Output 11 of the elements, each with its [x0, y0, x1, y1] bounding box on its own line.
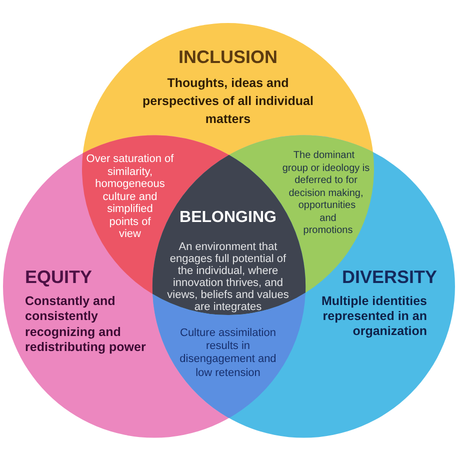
circle-title: EQUITY — [25, 267, 92, 289]
circle-title: DIVERSITY — [342, 267, 437, 289]
overlap-description: The dominant group or ideology is deferred to for decision making, opportunities and promotions — [281, 150, 371, 238]
center-description: An environment that engages full potential of the individual, where innovation thrives, and views, beliefs and values are integrates — [166, 241, 290, 313]
circle-title: INCLUSION — [178, 47, 278, 69]
circle-description: Constantly and consistently recognizing and redistributing power — [25, 294, 147, 356]
circle-description: Multiple identities represented in an organization — [320, 294, 427, 338]
overlap-description: Culture assimilation results in disengagement and low retension — [178, 326, 278, 380]
center-title: BELONGING — [180, 208, 276, 228]
overlap-description: Over saturation of similarity, homogeneous culture and simplified points of view — [85, 153, 175, 240]
circle-description: Thoughts, ideas and perspectives of all individual matters — [142, 75, 314, 128]
